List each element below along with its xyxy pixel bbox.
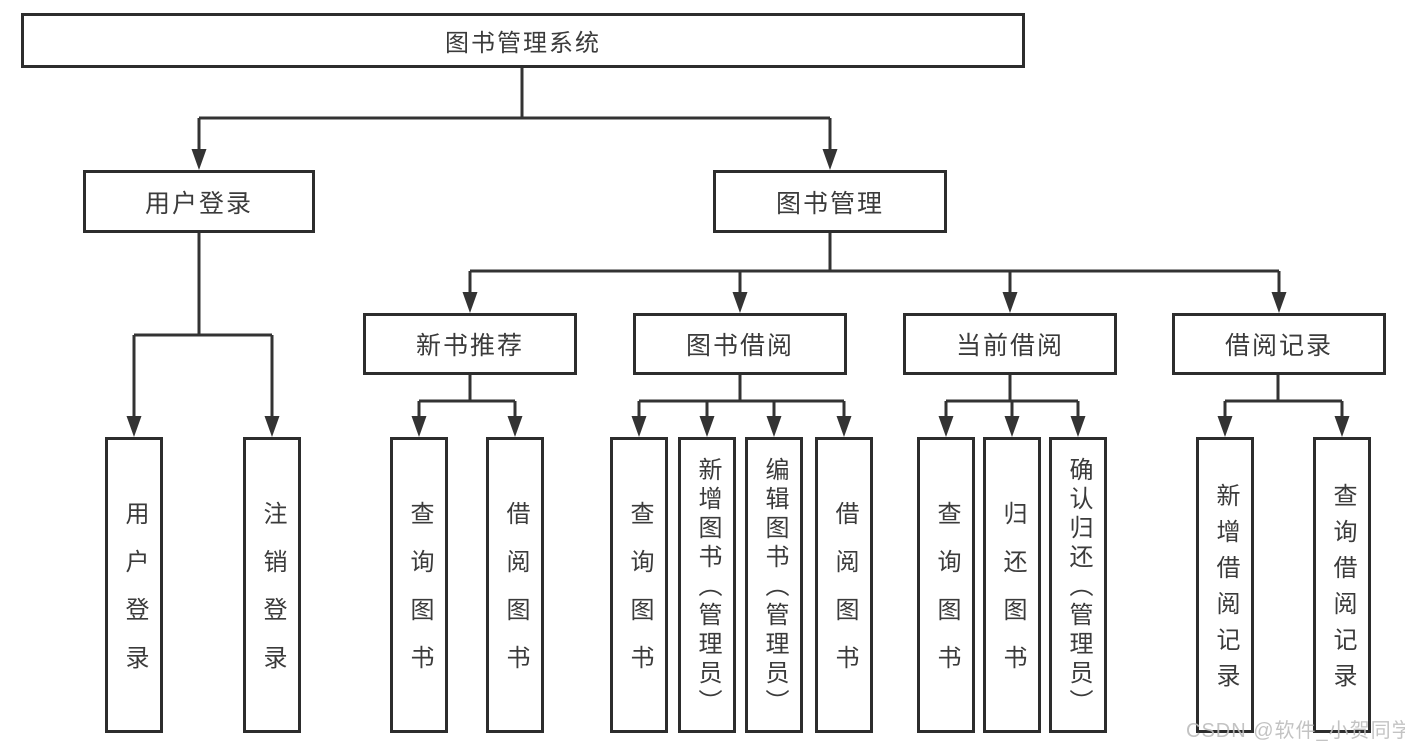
leaf-query-borrow-record: 查询借阅记录 bbox=[1313, 437, 1371, 733]
node-user-login-branch: 用户登录 bbox=[83, 170, 315, 233]
node-label: 图书借阅 bbox=[685, 332, 794, 360]
node-label: 查询图书 bbox=[626, 501, 653, 693]
node-label: 图书管理 bbox=[775, 189, 884, 218]
leaf-logout: 注销登录 bbox=[243, 437, 301, 733]
arrow-heads bbox=[126, 149, 1350, 437]
node-root: 图书管理系统 bbox=[21, 13, 1025, 68]
node-label: 新书推荐 bbox=[415, 332, 524, 360]
node-label: 借阅图书 bbox=[831, 501, 858, 693]
node-label: 归还图书 bbox=[999, 501, 1026, 693]
node-label: 借阅记录 bbox=[1224, 332, 1333, 360]
connector-lines bbox=[132, 68, 1344, 419]
node-book-borrow: 图书借阅 bbox=[633, 313, 847, 375]
node-label: 查询图书 bbox=[933, 501, 960, 693]
leaf-edit-book-admin: 编辑图书（管理员） bbox=[745, 437, 803, 733]
leaf-query-books-current: 查询图书 bbox=[917, 437, 975, 733]
node-book-management: 图书管理 bbox=[713, 170, 947, 233]
watermark: CSDN @软件_小贺同学 bbox=[1186, 720, 1405, 742]
node-label: 编辑图书（管理员） bbox=[761, 457, 788, 718]
node-label: 新增借阅记录 bbox=[1212, 483, 1239, 699]
leaf-return-book: 归还图书 bbox=[983, 437, 1041, 733]
node-label: 查询借阅记录 bbox=[1329, 483, 1356, 699]
node-borrow-records: 借阅记录 bbox=[1172, 313, 1386, 375]
node-label: 注销登录 bbox=[259, 501, 286, 693]
node-label: 确认归还（管理员） bbox=[1065, 457, 1092, 718]
node-label: 用户登录 bbox=[144, 189, 253, 218]
node-label: 借阅图书 bbox=[502, 501, 529, 693]
leaf-query-books-borrow: 查询图书 bbox=[610, 437, 668, 733]
node-new-book-recommend: 新书推荐 bbox=[363, 313, 577, 375]
leaf-query-books-recommend: 查询图书 bbox=[390, 437, 448, 733]
node-label: 新增图书（管理员） bbox=[694, 457, 721, 718]
leaf-borrow-books-recommend: 借阅图书 bbox=[486, 437, 544, 733]
leaf-borrow-books: 借阅图书 bbox=[815, 437, 873, 733]
node-label: 当前借阅 bbox=[955, 332, 1064, 360]
node-label: 图书管理系统 bbox=[445, 30, 601, 57]
leaf-add-book-admin: 新增图书（管理员） bbox=[678, 437, 736, 733]
node-label: 用户登录 bbox=[121, 501, 148, 693]
leaf-confirm-return-admin: 确认归还（管理员） bbox=[1049, 437, 1107, 733]
node-label: 查询图书 bbox=[406, 501, 433, 693]
leaf-user-login: 用户登录 bbox=[105, 437, 163, 733]
leaf-add-borrow-record: 新增借阅记录 bbox=[1196, 437, 1254, 733]
node-current-borrow: 当前借阅 bbox=[903, 313, 1117, 375]
